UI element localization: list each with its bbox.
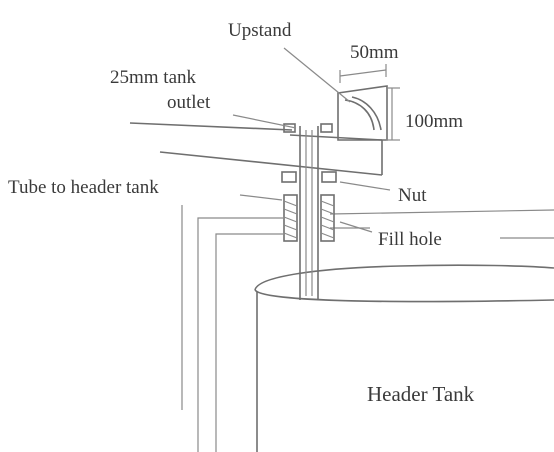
label-tube: Tube to header tank [8, 177, 159, 198]
label-width: 50mm [350, 42, 399, 63]
leader-nut [339, 181, 391, 191]
header-tank-body [254, 264, 554, 452]
sleeve-left-thread [283, 200, 298, 239]
label-outlet-line2: outlet [167, 92, 211, 113]
upstand-curve-2 [351, 96, 382, 131]
tank-top-back-edge [254, 264, 554, 291]
dim-50-line [339, 69, 387, 77]
tank-top-front-edge [254, 289, 554, 303]
leader-tube [239, 194, 283, 201]
upstand-curve-1 [344, 99, 375, 131]
outlet-flange-right [320, 123, 333, 133]
nut-right [321, 171, 337, 183]
label-upstand: Upstand [228, 20, 292, 41]
label-header-tank: Header Tank [367, 382, 475, 406]
roof-upper-line [129, 122, 293, 131]
sleeve-right [320, 194, 335, 242]
label-outlet-line1: 25mm tank [110, 67, 197, 88]
label-fill-hole: Fill hole [378, 229, 442, 250]
upstand-block [337, 85, 388, 141]
enclosure-outer-left [197, 217, 283, 452]
sleeve-right-thread [320, 200, 335, 239]
leader-outlet [232, 114, 297, 129]
enclosure-top-right [329, 209, 554, 215]
leader-upstand [283, 47, 351, 103]
dimension-100mm [386, 87, 400, 141]
leader-lines [232, 47, 391, 233]
fill-hole-sleeve [283, 194, 335, 242]
nut [281, 171, 337, 183]
enclosure-inner-left [215, 233, 283, 452]
label-nut: Nut [398, 185, 427, 206]
sleeve-left [283, 194, 298, 242]
roof-deck [129, 122, 383, 176]
leader-fill-hole [339, 221, 373, 233]
upstand-outline [337, 85, 388, 141]
label-height: 100mm [405, 111, 463, 132]
roof-lower-line [159, 151, 383, 176]
nut-left [281, 171, 297, 183]
enclosure-lines [181, 205, 554, 452]
roof-deck-top [289, 134, 383, 141]
dimension-50mm [339, 64, 387, 83]
